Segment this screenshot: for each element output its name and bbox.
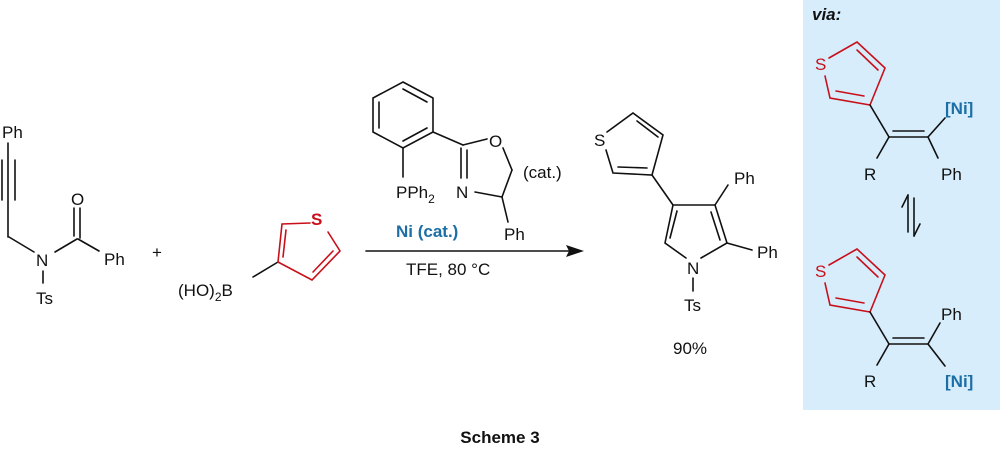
- product-s-label: S: [594, 131, 605, 150]
- via-top-s-label: S: [815, 55, 826, 74]
- via-top-ph-label: Ph: [941, 165, 962, 184]
- via-label: via:: [812, 5, 841, 24]
- via-bottom-ni-label: [Ni]: [945, 372, 973, 391]
- equilibrium-arrows: [901, 194, 921, 237]
- ligand-ph-label: Ph: [504, 225, 525, 244]
- via-bottom-r-label: R: [864, 372, 876, 391]
- via-panel: [803, 0, 1000, 410]
- carbonyl-o-label: O: [71, 190, 84, 209]
- acyl-ph-label: Ph: [104, 250, 125, 269]
- oxazoline-o-label: O: [489, 132, 502, 151]
- ts-label: Ts: [36, 289, 53, 308]
- product-pyrrole: S Ph Ph N Ts 90%: [594, 112, 778, 358]
- amide-n-label: N: [36, 251, 48, 270]
- via-top-r-label: R: [864, 165, 876, 184]
- substrate-ynamide: Ph N O Ph Ts: [1, 123, 125, 308]
- boronic-s-label: S: [311, 210, 322, 229]
- vinyl-nickel-bottom: S R Ph [Ni]: [815, 248, 973, 391]
- via-top-ni-label: [Ni]: [945, 99, 973, 118]
- alkyne-ph-label: Ph: [2, 123, 23, 142]
- phox-ligand: PPh2 O N Ph (cat.): [372, 81, 562, 244]
- catalyst-label: Ni (cat.): [396, 222, 458, 241]
- via-bottom-s-label: S: [815, 262, 826, 281]
- vinyl-nickel-top: S R [Ni] Ph: [815, 41, 973, 184]
- ligand-cat-label: (cat.): [523, 163, 562, 182]
- oxazoline-n-label: N: [456, 183, 468, 202]
- conditions-label: TFE, 80 °C: [406, 260, 490, 279]
- pyrrole-n-label: N: [687, 259, 699, 278]
- product-ph4-label: Ph: [734, 169, 755, 188]
- product-ts-label: Ts: [684, 296, 701, 315]
- svg-text:PPh2: PPh2: [396, 183, 435, 206]
- product-ph5-label: Ph: [757, 243, 778, 262]
- thiophene-boronic-acid: (HO)2B S: [178, 210, 342, 304]
- plus-sign: +: [152, 243, 162, 262]
- svg-text:(HO)2B: (HO)2B: [178, 281, 233, 304]
- via-bottom-ph-label: Ph: [941, 305, 962, 324]
- yield-label: 90%: [673, 339, 707, 358]
- scheme-caption: Scheme 3: [460, 428, 539, 447]
